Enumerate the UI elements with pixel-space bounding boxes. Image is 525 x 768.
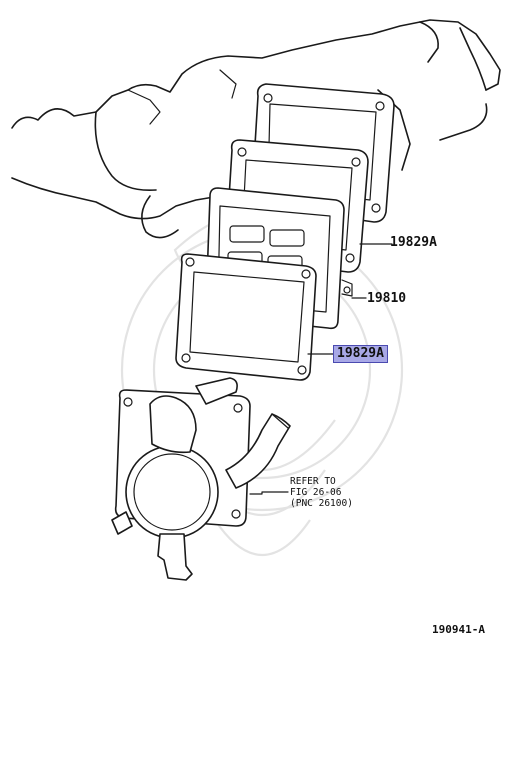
callout-gasket-upper[interactable]: 19829A bbox=[390, 235, 437, 250]
figure-number: 190941-A bbox=[432, 623, 485, 636]
throttle-body bbox=[111, 377, 291, 581]
reference-note-line2: FIG 26-06 bbox=[290, 487, 342, 498]
leader-lines bbox=[249, 243, 393, 495]
callout-reed-valve[interactable]: 19810 bbox=[367, 291, 407, 306]
gasket-lower bbox=[175, 253, 317, 381]
callout-gasket-lower[interactable]: 19829A bbox=[333, 345, 388, 363]
reference-note-line3: (PNC 26100) bbox=[290, 498, 353, 509]
reference-note[interactable]: REFER TO FIG 26-06 (PNC 26100) bbox=[290, 476, 353, 509]
reference-note-line1: REFER TO bbox=[290, 476, 336, 487]
